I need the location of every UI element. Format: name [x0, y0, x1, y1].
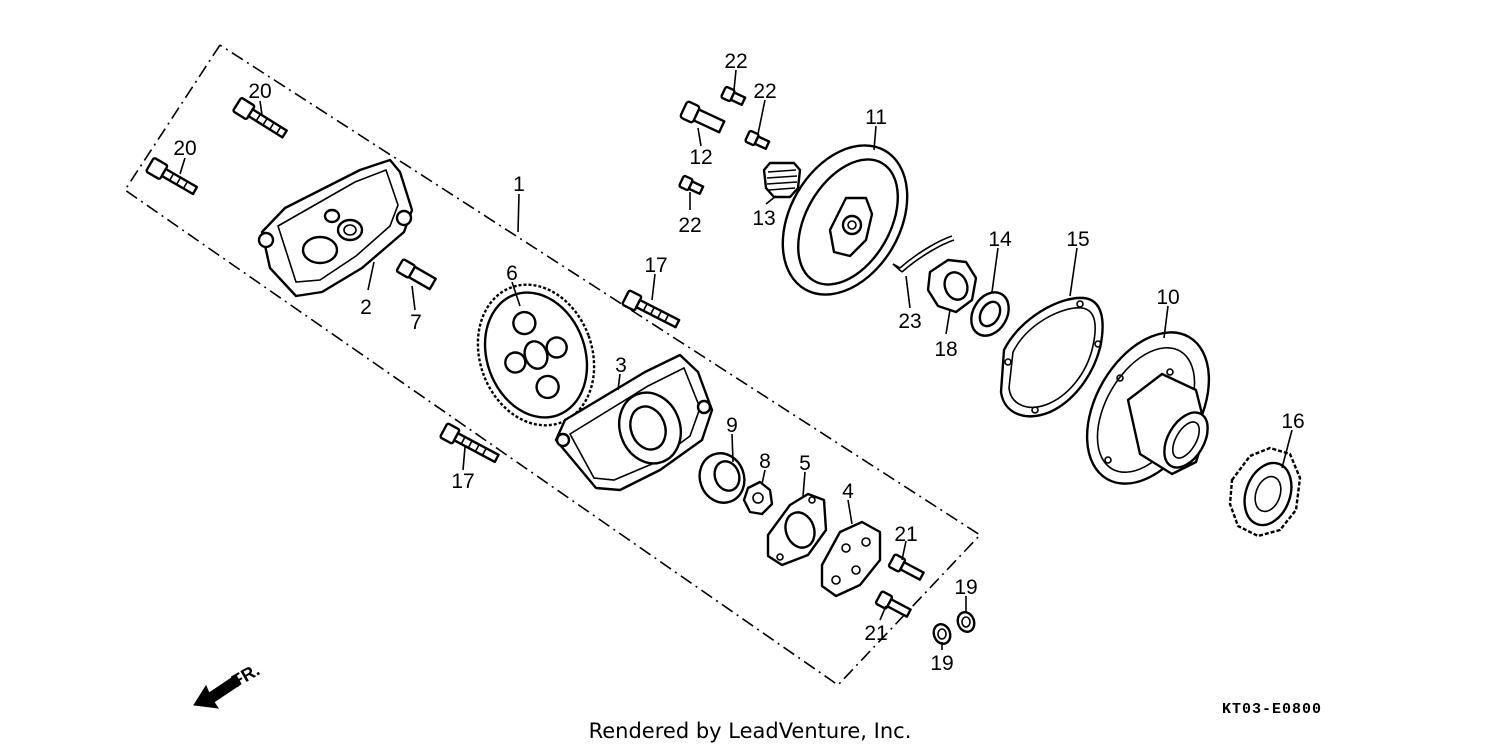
callout-15[interactable]: 15	[1066, 228, 1089, 251]
callout-23[interactable]: 23	[898, 310, 921, 333]
callout-17-lower[interactable]: 17	[451, 470, 474, 493]
callout-16[interactable]: 16	[1281, 410, 1304, 433]
part-8-inner-rotor[interactable]	[742, 480, 774, 516]
callout-12[interactable]: 12	[689, 146, 712, 169]
callout-3[interactable]: 3	[615, 354, 627, 377]
callout-22-bottom[interactable]: 22	[678, 214, 701, 237]
callout-8[interactable]: 8	[759, 450, 771, 473]
part-10-clutch-outer-cover[interactable]	[1062, 311, 1234, 505]
callout-5[interactable]: 5	[799, 452, 811, 475]
callout-9[interactable]: 9	[726, 414, 738, 437]
part-11-oil-filter-rotor[interactable]	[757, 123, 932, 317]
diagram-code: KT03-E0800	[1222, 701, 1322, 718]
front-direction-indicator: FR.	[193, 660, 263, 709]
callout-6[interactable]: 6	[506, 262, 518, 285]
callout-18[interactable]: 18	[934, 338, 957, 361]
part-19-washer-lower[interactable]	[931, 622, 953, 646]
callout-2[interactable]: 2	[360, 296, 372, 319]
part-17-bolt-upper[interactable]	[621, 289, 681, 331]
callout-22-top[interactable]: 22	[724, 50, 747, 73]
part-22-screw-bottom[interactable]	[678, 174, 705, 196]
part-9-outer-rotor[interactable]	[693, 447, 751, 509]
callout-7[interactable]: 7	[410, 311, 422, 334]
callout-19-lower[interactable]: 19	[930, 652, 953, 675]
callout-13[interactable]: 13	[752, 207, 775, 230]
part-12-bolt[interactable]	[679, 100, 726, 135]
callout-14[interactable]: 14	[988, 228, 1012, 251]
callout-21-upper[interactable]: 21	[894, 523, 917, 546]
callout-20-upper[interactable]: 20	[248, 80, 271, 103]
part-7-pin[interactable]	[395, 258, 437, 291]
part-21-screw-upper[interactable]	[887, 553, 925, 582]
part-2-pump-cover[interactable]	[257, 158, 414, 298]
part-13-spring[interactable]	[762, 161, 802, 199]
part-17-bolt-lower[interactable]	[439, 422, 500, 465]
callout-19-upper[interactable]: 19	[954, 576, 977, 599]
part-5-gasket[interactable]	[766, 492, 828, 567]
callout-10[interactable]: 10	[1156, 286, 1179, 309]
callout-21-lower[interactable]: 21	[864, 622, 887, 645]
part-6-pump-driven-gear[interactable]	[459, 268, 613, 442]
callout-numbers: 1 2 3 4 5 6 7 8 9 10 11 12 13 14 15 16 1…	[173, 50, 1304, 675]
part-15-cover-gasket[interactable]	[999, 296, 1104, 418]
callout-17-upper[interactable]: 17	[644, 254, 667, 277]
callout-1[interactable]: 1	[513, 173, 525, 196]
leader-lines	[179, 69, 1293, 650]
part-22-screw-middle[interactable]	[744, 129, 771, 151]
callout-11[interactable]: 11	[865, 106, 887, 129]
part-14-washer[interactable]	[964, 286, 1016, 343]
front-arrow-icon	[193, 674, 242, 709]
callout-22-middle[interactable]: 22	[753, 80, 776, 103]
part-19-washer-upper[interactable]	[955, 610, 977, 634]
callout-20-lower[interactable]: 20	[173, 137, 196, 160]
part-20-bolt-upper[interactable]	[232, 97, 289, 141]
credit-text: Rendered by LeadVenture, Inc.	[589, 719, 912, 743]
part-18-lock-nut[interactable]	[926, 258, 978, 314]
part-20-bolt-lower[interactable]	[145, 157, 199, 198]
part-22-screw-top[interactable]	[720, 85, 747, 107]
part-16-drive-gear[interactable]	[1228, 446, 1302, 538]
part-3-pump-body[interactable]	[554, 353, 714, 492]
callout-4[interactable]: 4	[842, 480, 854, 503]
part-4-plate[interactable]	[820, 520, 882, 598]
part-21-screw-lower[interactable]	[874, 590, 912, 619]
part-23-snap-ring[interactable]	[892, 235, 955, 273]
